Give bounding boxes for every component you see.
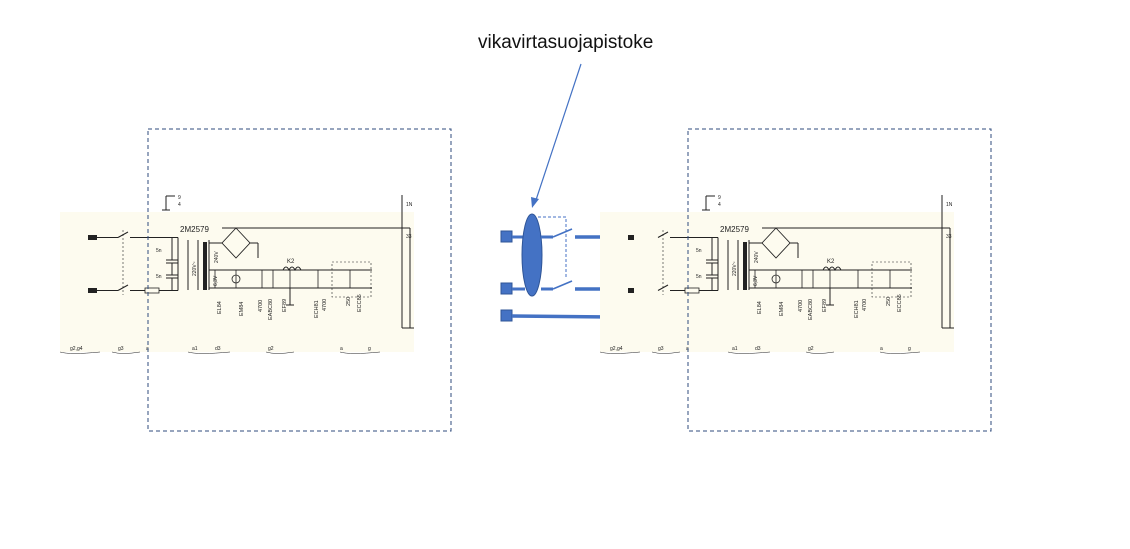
cap-5n-top: 5n <box>696 248 702 254</box>
secondary-voltage: 240V <box>214 251 220 263</box>
waveform-tick <box>265 351 295 354</box>
mains-plug-top <box>88 235 97 240</box>
tube-label-ef89: EF89 <box>822 299 828 312</box>
switch-label: 9 <box>718 195 721 201</box>
inductor-label: K2 <box>287 259 295 265</box>
bottom-label-g: g <box>908 346 911 352</box>
cap-5n-bottom: 5n <box>156 274 162 280</box>
rcd-core-ellipse <box>521 213 543 297</box>
inductor-k2 <box>822 266 842 272</box>
switch-label-b: 4 <box>718 202 721 208</box>
bottom-label-g2g4: g2,g4 <box>610 346 623 352</box>
corner-label-1n: 1N <box>406 202 413 208</box>
waveform-tick <box>879 351 921 354</box>
callout-arrowhead <box>531 197 539 208</box>
mains-plug-top <box>628 235 634 240</box>
transformer-core <box>203 242 207 290</box>
cap-4700-a: 4700 <box>258 300 264 312</box>
tube-label-em84: EM84 <box>779 302 785 316</box>
pilot-lamp <box>231 274 241 284</box>
bridge-rectifier <box>221 227 251 259</box>
bottom-label-g2: g2 <box>268 346 274 352</box>
transformer-id: 2M2579 <box>720 225 749 234</box>
callout-arrow <box>534 63 582 204</box>
bottom-label-a2: a <box>880 346 883 352</box>
rcd-switch-top <box>552 228 573 238</box>
cap-5n-bottom: 5n <box>696 274 702 280</box>
corner-label-33: 33 <box>406 234 412 240</box>
tube-label-ech81: ECH81 <box>314 300 320 318</box>
cap-4700-a: 4700 <box>798 300 804 312</box>
tube-label-ef89: EF89 <box>282 299 288 312</box>
primary-voltage: 220V~ <box>732 261 738 276</box>
transformer-core <box>743 242 747 290</box>
tube-label-ecc85: ECC85 <box>897 294 903 312</box>
plug-pin-bottom <box>500 282 513 295</box>
cap-5n-top: 5n <box>156 248 162 254</box>
plug-pin-earth <box>500 309 513 322</box>
bridge-rectifier <box>761 227 791 259</box>
waveform-tick <box>727 351 771 354</box>
transformer-id: 2M2579 <box>180 225 209 234</box>
bottom-label-g2: g2 <box>808 346 814 352</box>
schematic-paper <box>600 212 954 352</box>
ecc85-box <box>331 261 372 298</box>
dashed-frame-left <box>147 128 452 432</box>
bottom-label-g3: g3 <box>658 346 664 352</box>
tube-label-eabc80: EABC80 <box>268 299 274 320</box>
corner-label-1n: 1N <box>946 202 953 208</box>
primary-voltage: 220V~ <box>192 261 198 276</box>
tube-label-el84: EL84 <box>217 301 223 314</box>
mains-plug-bottom <box>88 288 97 293</box>
pilot-lamp <box>771 274 781 284</box>
cap-250: 250 <box>886 297 892 306</box>
plug-pin-top <box>500 230 513 243</box>
tube-label-ech81: ECH81 <box>854 300 860 318</box>
waveform-tick <box>339 351 381 354</box>
switch-label-b: 4 <box>178 202 181 208</box>
bottom-label-d3: d3 <box>215 346 221 352</box>
waveform-tick <box>187 351 231 354</box>
bottom-label-a1: a1 <box>732 346 738 352</box>
bottom-label-a2: a <box>340 346 343 352</box>
inductor-label: K2 <box>827 259 835 265</box>
waveform-tick <box>805 351 835 354</box>
bottom-label-g2g4: g2,g4 <box>70 346 83 352</box>
waveform-tick <box>59 351 101 354</box>
bottom-label-d3: d3 <box>755 346 761 352</box>
rcd-switch-bottom <box>552 280 573 290</box>
bottom-label-g: g <box>368 346 371 352</box>
corner-label-33: 33 <box>946 234 952 240</box>
secondary-voltage: 240V <box>754 251 760 263</box>
ecc85-box <box>871 261 912 298</box>
inductor-k2 <box>282 266 302 272</box>
tube-label-eabc80: EABC80 <box>808 299 814 320</box>
mains-plug-bottom <box>628 288 634 293</box>
filament-voltage: 6,3V <box>213 275 219 286</box>
dashed-frame-right <box>687 128 992 432</box>
tube-label-ecc85: ECC85 <box>357 294 363 312</box>
cap-4700-b: 4700 <box>862 299 868 311</box>
schematic-paper <box>60 212 414 352</box>
waveform-tick <box>651 351 681 354</box>
bottom-label-g3: g3 <box>118 346 124 352</box>
waveform-tick <box>599 351 641 354</box>
cap-4700-b: 4700 <box>322 299 328 311</box>
cap-250: 250 <box>346 297 352 306</box>
waveform-tick <box>111 351 141 354</box>
bottom-label-a1: a1 <box>192 346 198 352</box>
rcd-linkage <box>538 216 567 278</box>
filament-voltage: 6,3V <box>753 275 759 286</box>
tube-label-em84: EM84 <box>239 302 245 316</box>
callout-label: vikavirtasuojapistoke <box>478 32 654 53</box>
tube-label-el84: EL84 <box>757 301 763 314</box>
switch-label: 9 <box>178 195 181 201</box>
